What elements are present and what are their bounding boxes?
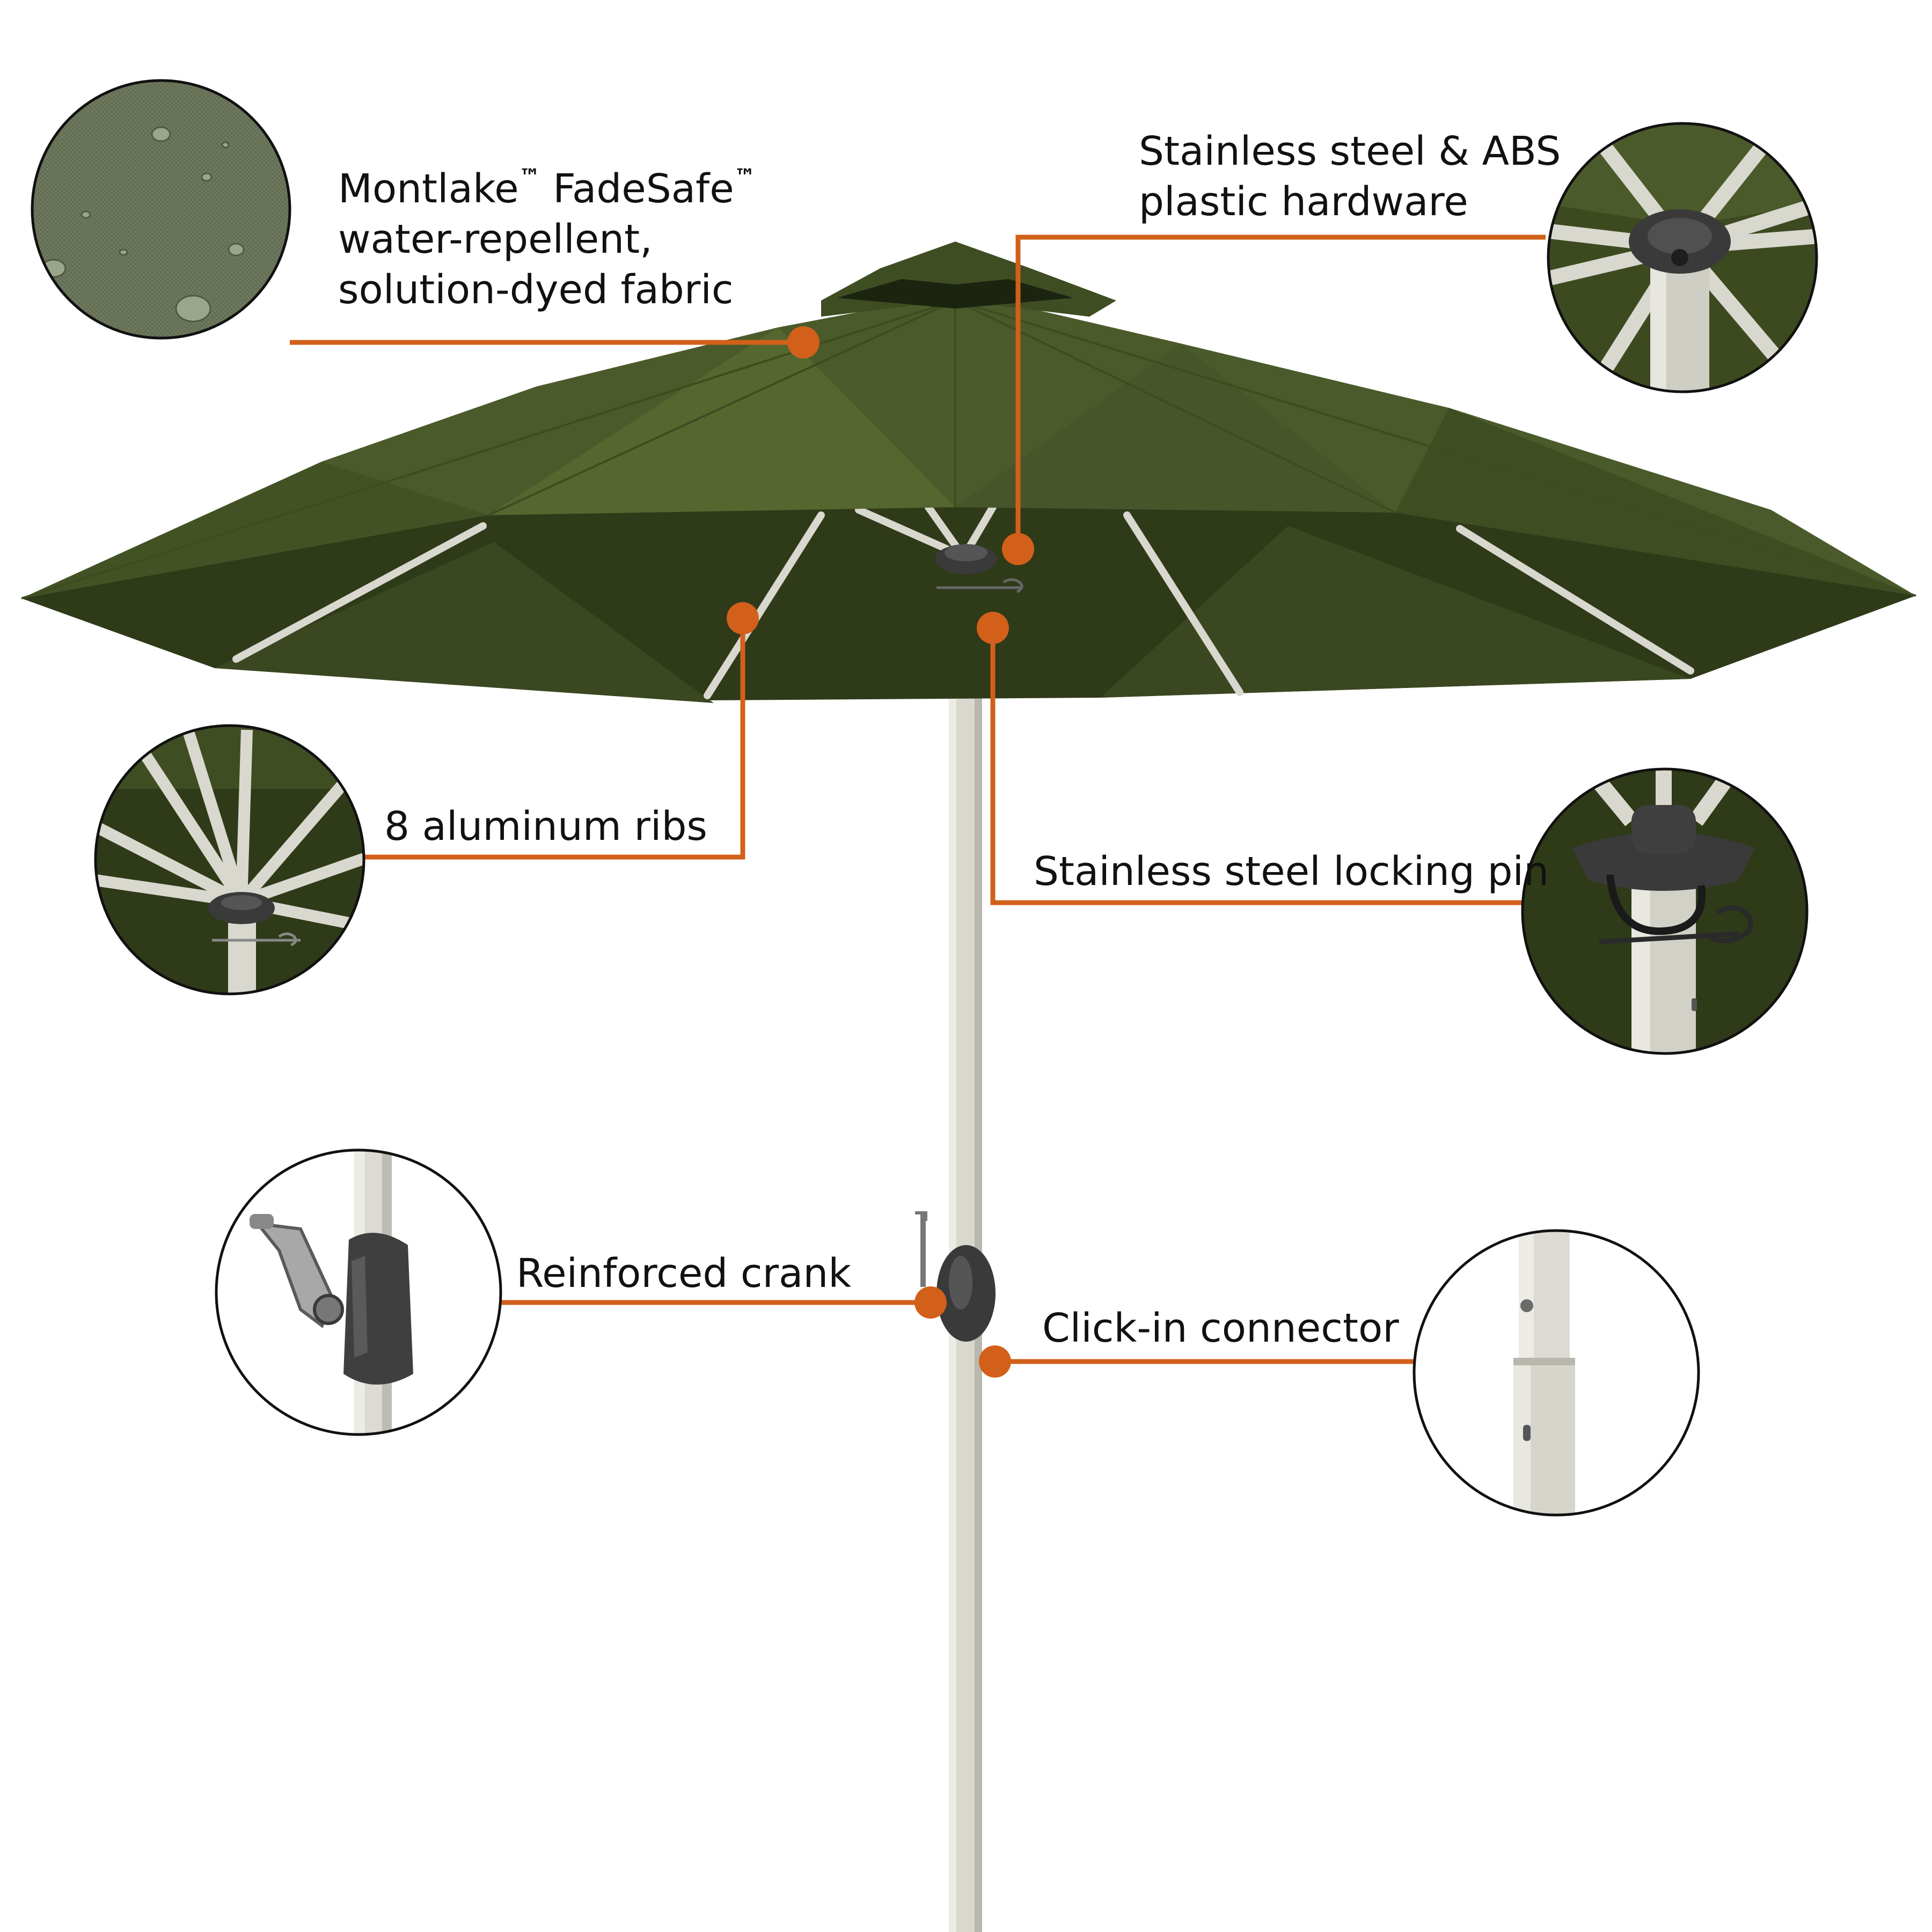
locking-pin-label: Stainless steel locking pin xyxy=(1034,848,1549,895)
fabric-texture-icon xyxy=(31,79,291,340)
dot-hardware xyxy=(1002,533,1034,565)
fabric-brand: Montlake xyxy=(338,166,519,212)
crank-detail-icon xyxy=(215,1148,502,1436)
leader-pin xyxy=(990,628,1523,905)
callout-dots xyxy=(727,326,1034,1378)
fabric-label: Montlake™ FadeSafe™ water-repellent, sol… xyxy=(338,164,756,315)
leader-ribs xyxy=(364,618,745,860)
fabric-line2: water-repellent, xyxy=(338,216,653,262)
dot-connector xyxy=(979,1345,1011,1378)
connector-label: Click-in connector xyxy=(1042,1305,1399,1351)
dot-pin xyxy=(977,612,1009,644)
dot-ribs xyxy=(727,602,759,634)
ribs-detail-icon xyxy=(94,724,365,996)
leader-lines xyxy=(290,235,1546,1364)
umbrella-ribs xyxy=(232,503,1694,699)
ribs-label: 8 aluminum ribs xyxy=(384,803,707,850)
hardware-line2: plastic hardware xyxy=(1139,179,1468,225)
hardware-label: Stainless steel & ABS plastic hardware xyxy=(1139,126,1561,227)
connector-detail-icon xyxy=(1413,1229,1700,1517)
crank-handle-on-pole xyxy=(920,1212,926,1287)
fabric-brand-mark: ™ xyxy=(518,165,540,189)
pin-on-pole xyxy=(936,578,1023,594)
hub-hardware-icon xyxy=(1547,122,1818,393)
leader-hardware xyxy=(1015,235,1546,539)
fabric-product-mark: ™ xyxy=(734,165,756,189)
locking-pin-icon xyxy=(1521,767,1809,1055)
dot-crank xyxy=(914,1286,947,1319)
crank-label: Reinforced crank xyxy=(516,1250,852,1297)
fabric-line3: solution-dyed fabric xyxy=(338,267,734,313)
fabric-product: FadeSafe xyxy=(553,166,734,212)
dot-fabric xyxy=(787,326,819,358)
canopy-top xyxy=(21,301,1916,598)
hardware-line1: Stainless steel & ABS xyxy=(1139,128,1561,174)
umbrella xyxy=(21,241,1916,1932)
